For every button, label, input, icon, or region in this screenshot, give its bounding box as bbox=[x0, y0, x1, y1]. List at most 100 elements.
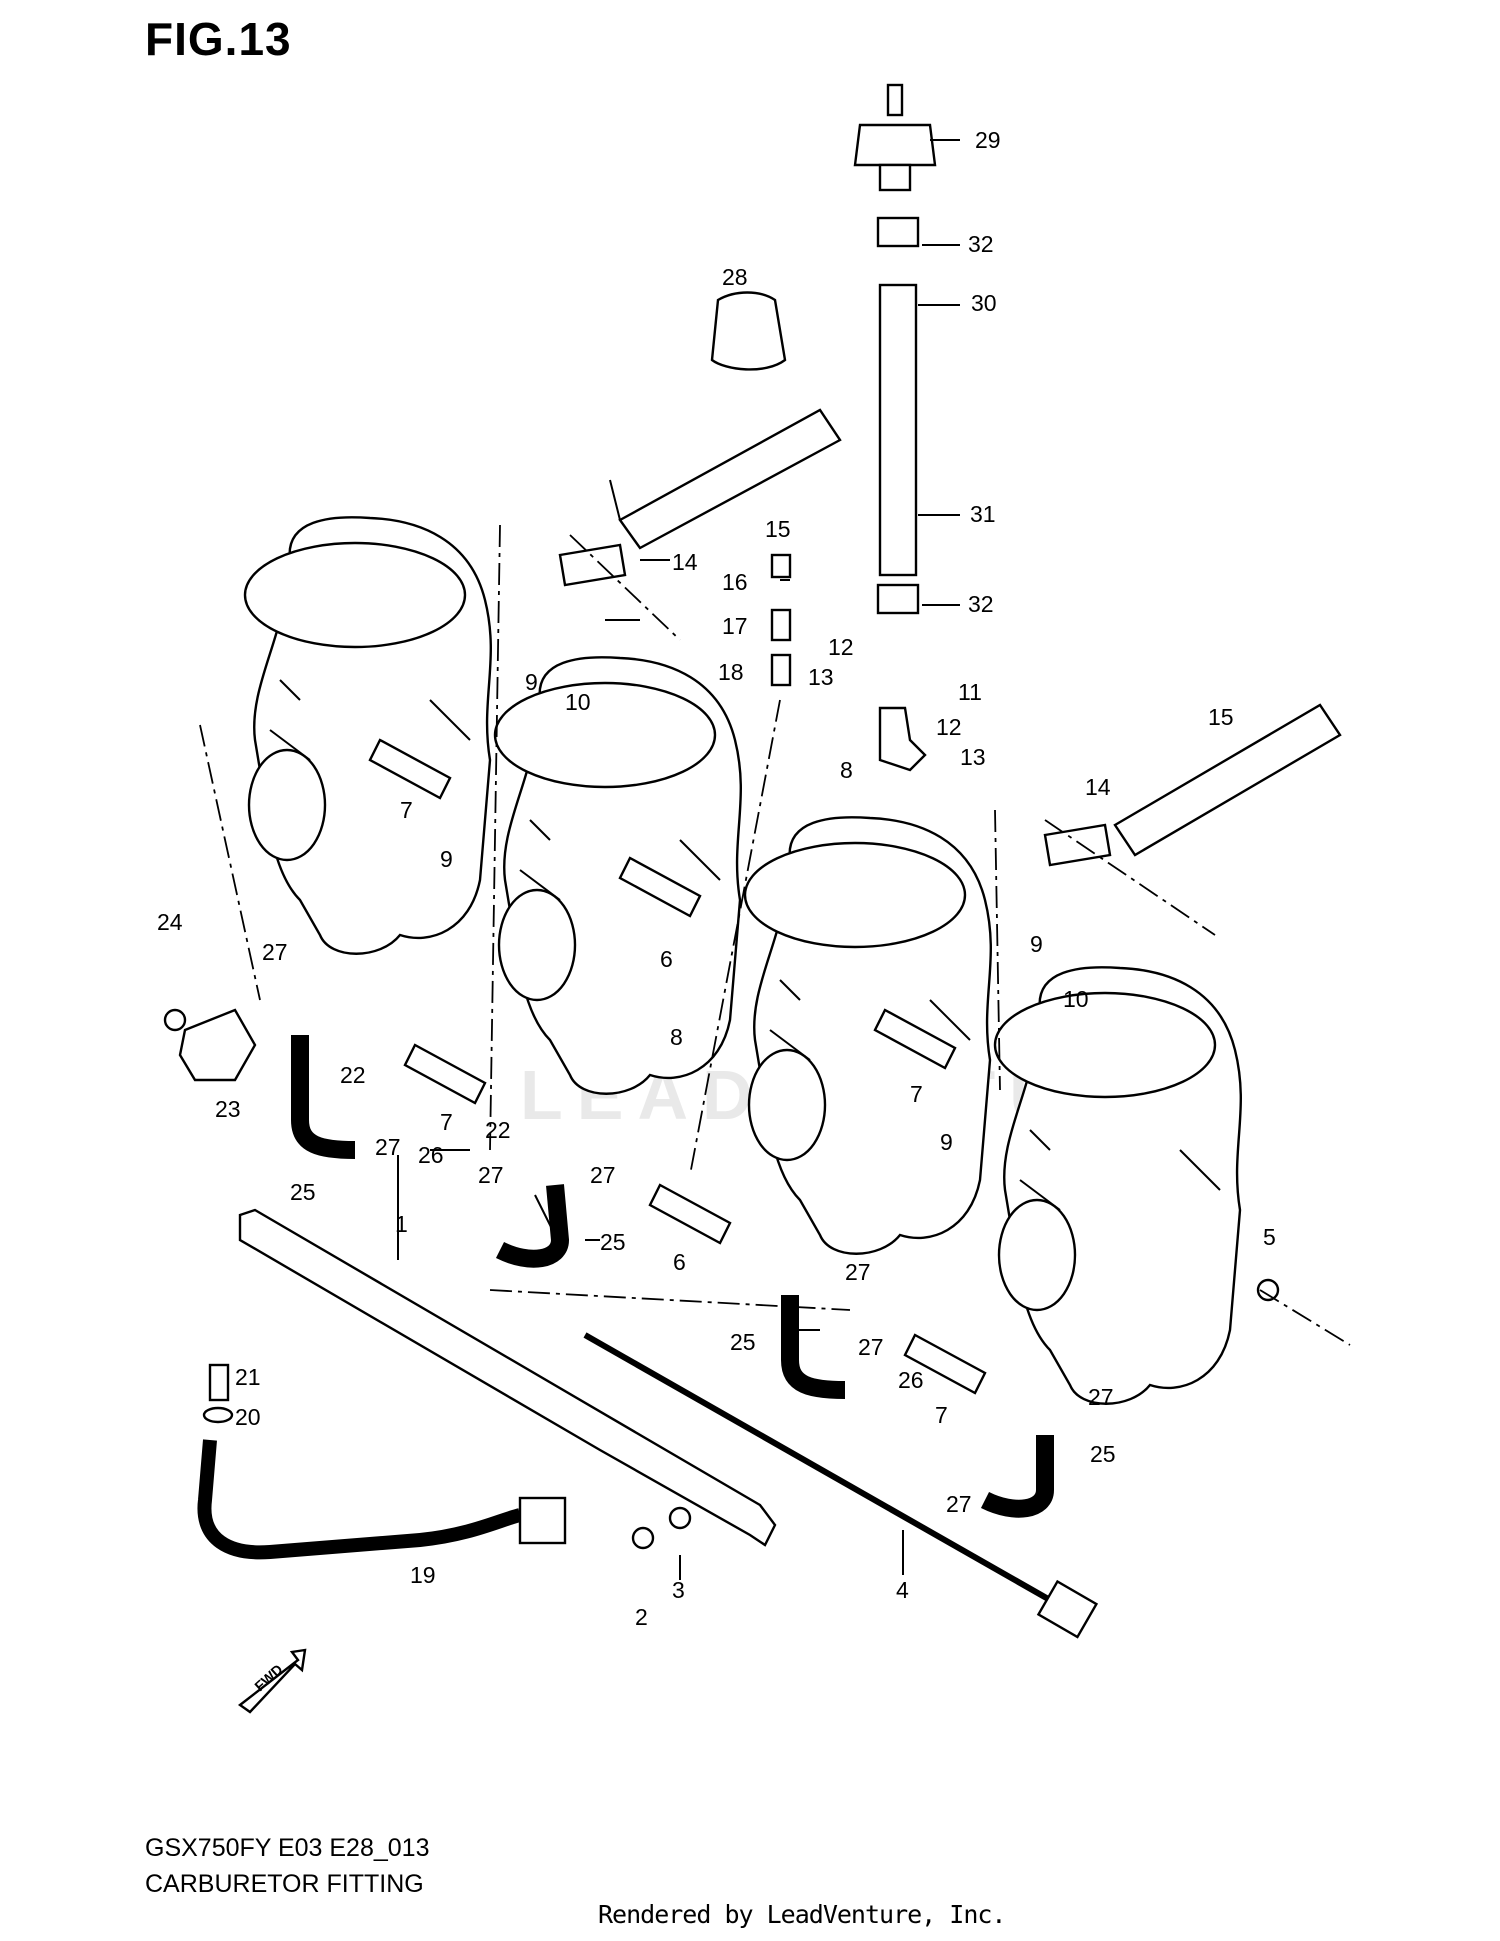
callout-2: 2 bbox=[635, 1604, 648, 1630]
sleeve-7-upper-right bbox=[873, 1008, 957, 1070]
callout-27-h: 27 bbox=[946, 1491, 972, 1517]
callout-27-f: 27 bbox=[858, 1334, 884, 1360]
spring-21 bbox=[208, 1363, 230, 1402]
model-code: GSX750FY E03 E28_013 bbox=[145, 1834, 430, 1862]
callout-10-b: 10 bbox=[1063, 986, 1089, 1012]
carb-2-bore bbox=[497, 888, 577, 1002]
callout-5: 5 bbox=[1263, 1224, 1276, 1250]
tee-14-upper bbox=[558, 543, 627, 587]
callout-19: 19 bbox=[410, 1562, 436, 1588]
holder-28 bbox=[710, 291, 787, 371]
callout-25-b: 25 bbox=[600, 1229, 626, 1255]
callout-27-b: 27 bbox=[375, 1134, 401, 1160]
callout-22-b: 22 bbox=[485, 1117, 511, 1143]
screw-16 bbox=[770, 553, 792, 579]
carb-3-bore bbox=[747, 1048, 827, 1162]
hose-15-upper bbox=[618, 408, 842, 550]
hose-15-right bbox=[1113, 703, 1342, 857]
callout-32-lower: 32 bbox=[968, 591, 994, 617]
callout-32-upper: 32 bbox=[968, 231, 994, 257]
screw-2 bbox=[631, 1526, 655, 1550]
sleeve-7-upper-left bbox=[368, 738, 452, 800]
tee-14-right bbox=[1043, 823, 1112, 867]
long-bolt bbox=[583, 1332, 1099, 1639]
washer-5 bbox=[1256, 1278, 1280, 1302]
callout-27-e: 27 bbox=[845, 1259, 871, 1285]
sleeve-7-lower-left bbox=[403, 1043, 487, 1105]
carburetor-1 bbox=[243, 516, 492, 955]
callout-25-c: 25 bbox=[730, 1329, 756, 1355]
washer-20 bbox=[202, 1406, 234, 1424]
carburetor-2 bbox=[493, 656, 742, 1095]
clamp-32-upper bbox=[876, 216, 920, 248]
callout-12-lower: 12 bbox=[936, 714, 962, 740]
callout-21: 21 bbox=[235, 1364, 261, 1390]
callout-15-right: 15 bbox=[1208, 704, 1234, 730]
mounting-stay bbox=[238, 1208, 777, 1547]
callout-22-a: 22 bbox=[340, 1062, 366, 1088]
sleeve-6-upper bbox=[618, 856, 702, 918]
callout-7-b: 7 bbox=[910, 1081, 923, 1107]
callout-numbers: 29 32 30 31 32 28 15 14 16 17 18 12 13 1… bbox=[157, 127, 1276, 1630]
callout-9-a: 9 bbox=[525, 669, 538, 695]
callout-9-d: 9 bbox=[940, 1129, 953, 1155]
callout-27-d: 27 bbox=[590, 1162, 616, 1188]
carb-4-bore bbox=[997, 1198, 1077, 1312]
forward-arrow-icon: FWD bbox=[237, 1648, 307, 1714]
fuel-hose bbox=[197, 1439, 522, 1560]
sleeve-parts bbox=[368, 738, 987, 1395]
sleeve-7-lower-right bbox=[903, 1333, 987, 1395]
callout-4: 4 bbox=[896, 1577, 909, 1603]
callout-23: 23 bbox=[215, 1096, 241, 1122]
callout-14-upper: 14 bbox=[672, 549, 698, 575]
callout-7-a: 7 bbox=[400, 797, 413, 823]
callout-1: 1 bbox=[395, 1211, 408, 1237]
carb-3-top-cap bbox=[743, 841, 967, 949]
callout-leaders bbox=[397, 139, 960, 1580]
assembly-lines bbox=[199, 524, 1351, 1346]
sleeve-6-lower bbox=[648, 1183, 732, 1245]
callout-30: 30 bbox=[971, 290, 997, 316]
fuel-filter-assembly bbox=[853, 83, 937, 615]
callout-3: 3 bbox=[672, 1577, 685, 1603]
callout-27-c: 27 bbox=[478, 1162, 504, 1188]
throttle-stop-bracket bbox=[178, 1008, 257, 1082]
washer-3 bbox=[668, 1506, 692, 1530]
carb-1-top-cap bbox=[243, 541, 467, 649]
figure-title: FIG.13 bbox=[145, 13, 292, 65]
callout-7-c: 7 bbox=[440, 1109, 453, 1135]
carburetor-4 bbox=[993, 966, 1242, 1405]
callout-6-lower: 6 bbox=[673, 1249, 686, 1275]
callout-9-c: 9 bbox=[1030, 931, 1043, 957]
callout-13-upper: 13 bbox=[808, 664, 834, 690]
fuel-hose-fitting bbox=[518, 1496, 567, 1545]
callout-25-d: 25 bbox=[1090, 1441, 1116, 1467]
callout-27-g: 27 bbox=[1088, 1384, 1114, 1410]
callout-16: 16 bbox=[722, 569, 748, 595]
callout-10-a: 10 bbox=[565, 689, 591, 715]
callout-8-upper: 8 bbox=[840, 757, 853, 783]
carb-1-bore bbox=[247, 748, 327, 862]
callout-13-lower: 13 bbox=[960, 744, 986, 770]
callout-25-a: 25 bbox=[290, 1179, 316, 1205]
callout-17: 17 bbox=[722, 613, 748, 639]
callout-31: 31 bbox=[970, 501, 996, 527]
callout-14-right: 14 bbox=[1085, 774, 1111, 800]
callout-18: 18 bbox=[718, 659, 744, 685]
callout-24: 24 bbox=[157, 909, 183, 935]
rendered-by-credit: Rendered by LeadVenture, Inc. bbox=[598, 1900, 1006, 1929]
spring-17 bbox=[770, 608, 792, 642]
screw-24 bbox=[163, 1008, 187, 1032]
callout-9-b: 9 bbox=[440, 846, 453, 872]
callout-11: 11 bbox=[958, 679, 982, 705]
callout-27-a: 27 bbox=[262, 939, 288, 965]
clamp-32-lower bbox=[876, 583, 920, 615]
callout-7-d: 7 bbox=[935, 1402, 948, 1428]
callout-15-upper: 15 bbox=[765, 516, 791, 542]
callout-8-lower: 8 bbox=[670, 1024, 683, 1050]
spring-18 bbox=[770, 653, 792, 687]
vent-hoses bbox=[558, 408, 1342, 867]
drain-hoses bbox=[291, 1035, 1054, 1518]
callout-12-upper: 12 bbox=[828, 634, 854, 660]
